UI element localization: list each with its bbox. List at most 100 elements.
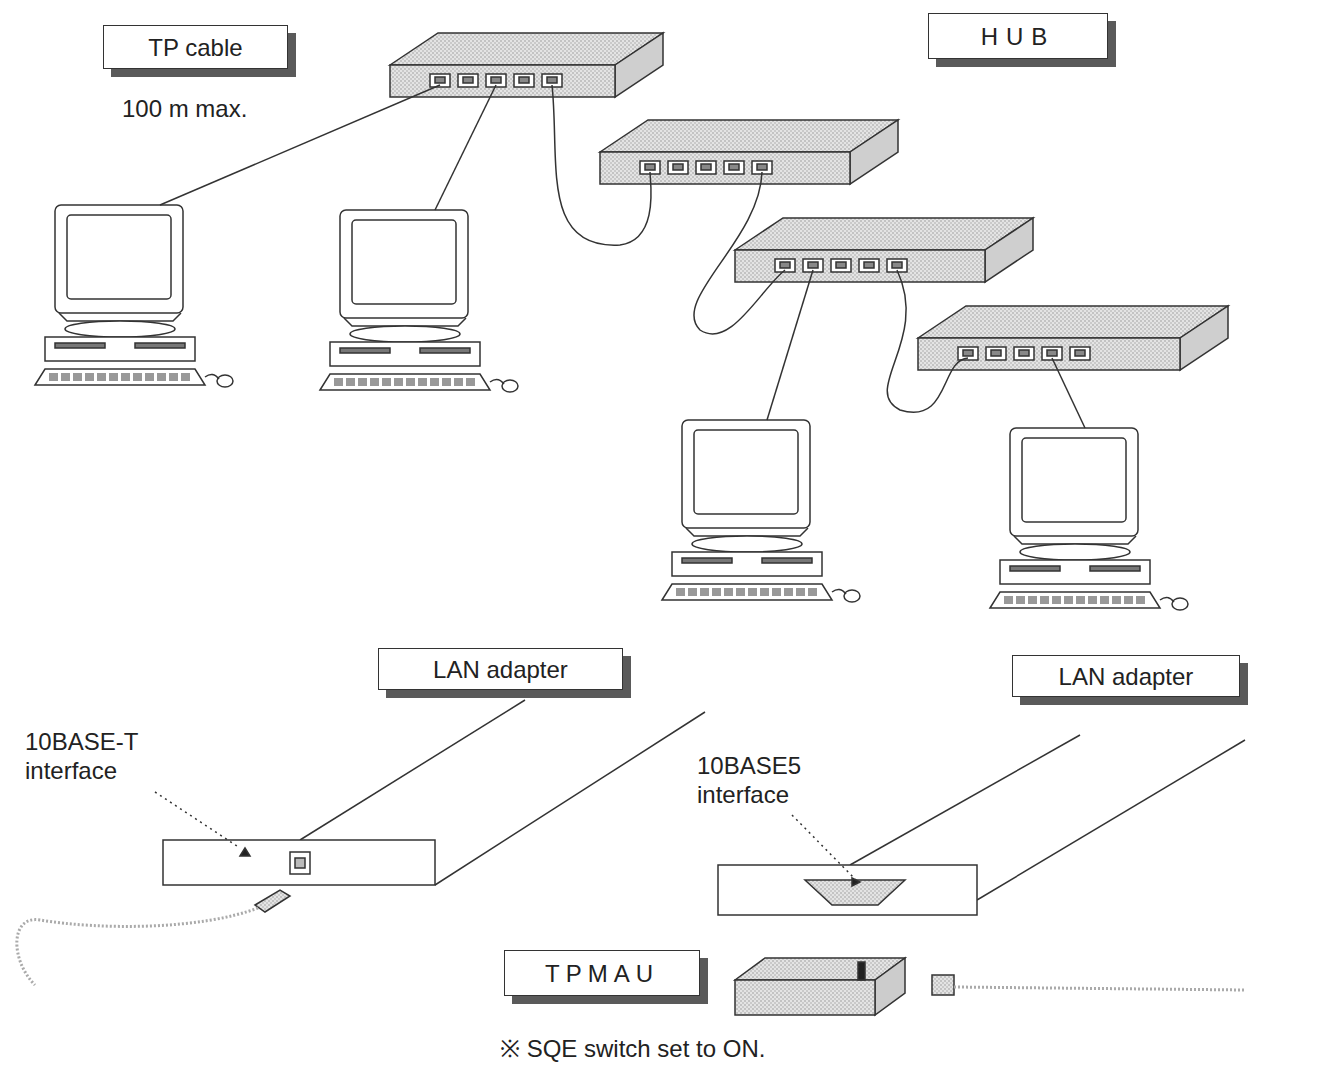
leader-line xyxy=(792,815,856,880)
hub-port xyxy=(963,350,973,356)
hub-top xyxy=(600,120,898,152)
key xyxy=(382,378,391,386)
adapter-edge xyxy=(977,740,1245,900)
pc-case xyxy=(672,552,822,576)
hub-side xyxy=(985,218,1033,282)
box-label: TP cable xyxy=(148,34,242,61)
hub-port xyxy=(668,161,688,174)
hub-port xyxy=(757,164,767,170)
mouse xyxy=(217,375,233,387)
annotation: 10BASE-T interface xyxy=(25,728,185,786)
key xyxy=(1100,596,1109,604)
monitor-base xyxy=(692,536,802,552)
screen xyxy=(694,430,798,514)
indicator-mark xyxy=(852,878,860,886)
key xyxy=(145,373,154,381)
hub-port xyxy=(645,164,655,170)
screen xyxy=(1022,438,1126,522)
hub-top xyxy=(735,218,1033,250)
adapter-edge xyxy=(300,700,525,840)
mouse xyxy=(1172,598,1188,610)
hub-side xyxy=(850,120,898,184)
box-label: LAN adapter xyxy=(433,656,568,683)
hub-port xyxy=(859,259,879,272)
adapter-top xyxy=(300,700,705,862)
key xyxy=(466,378,475,386)
key xyxy=(97,373,106,381)
key xyxy=(334,378,343,386)
key xyxy=(85,373,94,381)
hub-port xyxy=(864,262,874,268)
hub-port xyxy=(696,161,716,174)
monitor xyxy=(55,205,183,313)
drive xyxy=(55,343,105,348)
hub-port xyxy=(1075,350,1085,356)
drive xyxy=(340,348,390,353)
monitor xyxy=(340,210,468,318)
hub-front xyxy=(918,338,1180,370)
keyboard xyxy=(990,592,1160,608)
monitor-stand xyxy=(1014,536,1136,544)
rj45-plug xyxy=(255,890,290,912)
monitor xyxy=(682,420,810,528)
mouse xyxy=(502,380,518,392)
hub-port xyxy=(808,262,818,268)
key xyxy=(346,378,355,386)
key xyxy=(796,588,805,596)
mouse xyxy=(844,590,860,602)
drive xyxy=(762,558,812,563)
tp-cable xyxy=(887,270,968,412)
box-label: HUB xyxy=(981,23,1056,50)
box-label: TPMAU xyxy=(545,960,659,987)
hub-port xyxy=(831,259,851,272)
hub-port xyxy=(547,77,557,83)
tp-cable xyxy=(552,85,651,245)
tp-cable xyxy=(767,270,813,420)
label-box: HUB xyxy=(928,13,1108,59)
adapter-bracket xyxy=(718,865,977,915)
tp-cable xyxy=(694,172,785,334)
screen xyxy=(352,220,456,304)
tp-cable xyxy=(954,987,1245,990)
hub-port xyxy=(673,164,683,170)
keyboard xyxy=(662,584,832,600)
hub-port xyxy=(458,74,478,87)
adapter-bracket xyxy=(163,840,435,885)
hub-side xyxy=(615,33,663,97)
hub-port xyxy=(1019,350,1029,356)
drive xyxy=(1010,566,1060,571)
key xyxy=(49,373,58,381)
monitor-base xyxy=(65,321,175,337)
drive xyxy=(420,348,470,353)
key xyxy=(772,588,781,596)
drive xyxy=(135,343,185,348)
key xyxy=(61,373,70,381)
tpmau-port xyxy=(858,962,865,980)
mouse-cord xyxy=(490,379,504,384)
indicator-mark xyxy=(240,848,250,856)
annotation: 10BASE5 interface xyxy=(697,752,857,810)
rj45-plug xyxy=(932,975,954,995)
hub-port xyxy=(1014,347,1034,360)
annotation: 100 m max. xyxy=(122,95,247,124)
leader-line xyxy=(155,792,240,848)
label-box: TP cable xyxy=(103,25,288,69)
hub-port xyxy=(1047,350,1057,356)
monitor-stand xyxy=(686,528,808,536)
monitor-stand xyxy=(344,318,466,326)
label-box: LAN adapter xyxy=(378,648,623,690)
monitor xyxy=(1010,428,1138,536)
box-label: LAN adapter xyxy=(1059,663,1194,690)
monitor-base xyxy=(1020,544,1130,560)
key xyxy=(1040,596,1049,604)
key xyxy=(418,378,427,386)
pc-case xyxy=(45,337,195,361)
tp-cable xyxy=(1052,358,1085,428)
hub-port xyxy=(724,161,744,174)
screen xyxy=(67,215,171,299)
hub-port xyxy=(991,350,1001,356)
key xyxy=(688,588,697,596)
key xyxy=(760,588,769,596)
key xyxy=(1064,596,1073,604)
